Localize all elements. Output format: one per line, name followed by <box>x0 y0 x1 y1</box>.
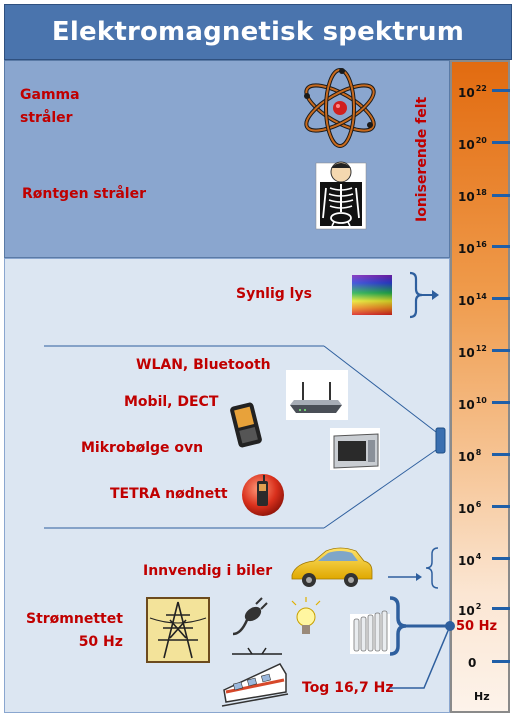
tick-label: 1014 <box>458 292 487 308</box>
microwave-oven-icon <box>330 428 380 470</box>
tick-label: 1010 <box>458 396 487 412</box>
tetra-phone-icon <box>242 474 284 516</box>
label-tog: Tog 16,7 Hz <box>302 680 394 696</box>
low-frequency-bracket <box>389 596 407 656</box>
frequency-scale-bar <box>450 60 510 713</box>
electric-plug-icon <box>232 597 268 636</box>
tick-label: 1016 <box>458 240 487 256</box>
rainbow-swatch-icon <box>352 275 392 315</box>
label-rontgen: Røntgen stråler <box>22 186 146 202</box>
label-gamma: Gamma stråler <box>20 87 80 126</box>
tick-mark <box>492 660 510 663</box>
label-wlan: WLAN, Bluetooth <box>136 357 271 373</box>
tick-label: 1022 <box>458 84 487 100</box>
title-bar: Elektromagnetisk spektrum <box>4 4 512 60</box>
train-icon <box>221 647 289 707</box>
visible-light-bracket <box>409 271 423 319</box>
tick-mark <box>492 89 510 92</box>
label-mobil: Mobil, DECT <box>124 394 219 410</box>
tick-mark <box>492 505 510 508</box>
tick-mark <box>492 194 510 197</box>
label-stromnettet: Strømnettet 50 Hz <box>26 611 123 650</box>
tick-mark <box>492 245 510 248</box>
tick-label: 1018 <box>458 188 487 204</box>
light-bulb-icon <box>291 597 321 634</box>
smartphone-icon <box>230 402 262 448</box>
tick-label: 0 <box>468 656 477 670</box>
label-tetra: TETRA nødnett <box>110 486 228 502</box>
tick-label: 102 <box>458 602 482 618</box>
tick-label: 106 <box>458 500 482 516</box>
xray-person-icon <box>315 161 367 230</box>
label-mikrobolge: Mikrobølge ovn <box>81 440 204 456</box>
page-title: Elektromagnetisk spektrum <box>51 17 465 47</box>
tick-label: 108 <box>458 448 482 464</box>
tick-label: 1012 <box>458 344 487 360</box>
ionizing-region <box>4 60 450 258</box>
tick-mark <box>492 453 510 456</box>
tick-mark <box>492 607 510 610</box>
radiator-icon <box>350 610 390 654</box>
tick-label: 104 <box>458 552 482 568</box>
tick-mark <box>492 349 510 352</box>
scale-unit-label: Hz <box>474 690 490 703</box>
tick-label: 1020 <box>458 136 487 152</box>
power-pylon-icon <box>146 597 210 663</box>
atom-icon <box>304 68 376 148</box>
wifi-router-icon <box>286 370 348 420</box>
car-icon <box>291 547 373 587</box>
label-biler: Innvendig i biler <box>143 563 273 579</box>
tick-mark <box>492 141 510 144</box>
microwave-band-lines <box>44 345 437 529</box>
microwave-band-marker <box>435 427 446 454</box>
tick-mark <box>492 557 510 560</box>
car-bracket <box>425 547 439 589</box>
label-synlig-lys: Synlig lys <box>236 286 312 302</box>
tick-mark <box>492 401 510 404</box>
tick-mark <box>492 297 510 300</box>
marker-50hz-label: 50 Hz <box>456 619 498 634</box>
